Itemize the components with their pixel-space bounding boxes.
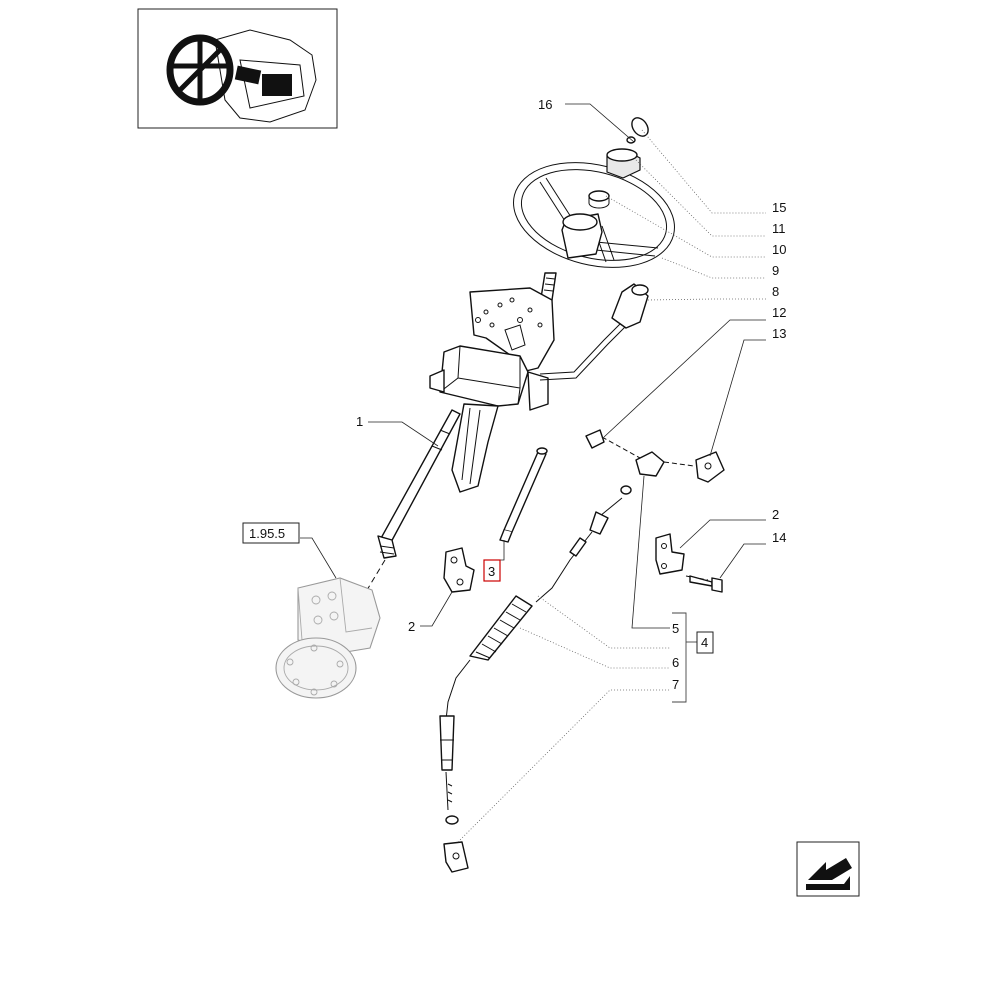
callout-16[interactable]: 16 (538, 97, 552, 112)
callout-7[interactable]: 7 (672, 677, 679, 692)
callout-10[interactable]: 10 (772, 242, 786, 257)
cable-bracket-left (443, 547, 475, 593)
steering-wheel (513, 162, 675, 268)
assembly-bracket (672, 612, 687, 703)
callout-5[interactable]: 5 (672, 621, 679, 636)
steering-column-shaft (377, 409, 461, 559)
pin (499, 447, 548, 543)
callout-3: 3 (488, 564, 495, 579)
reference-box[interactable]: 1.95.5 (242, 522, 300, 544)
callout-14[interactable]: 14 (772, 530, 786, 545)
arrow-next-page-icon[interactable] (796, 841, 860, 897)
control-cable (439, 451, 665, 873)
clevis (663, 451, 725, 483)
steering-valve-unit (275, 577, 381, 699)
gear-lever (539, 283, 649, 381)
screw (585, 429, 641, 459)
reference-label: 1.95.5 (249, 526, 285, 541)
callout-2-left[interactable]: 2 (408, 619, 415, 634)
column-housing (429, 345, 549, 493)
leader-lines (300, 103, 766, 843)
callout-1[interactable]: 1 (356, 414, 363, 429)
bolt (685, 575, 723, 593)
highlighted-callout-3[interactable]: 3 (483, 559, 501, 582)
callout-12[interactable]: 12 (772, 305, 786, 320)
hub-nut (588, 190, 610, 209)
callout-4-box[interactable]: 4 (696, 631, 714, 654)
callout-8[interactable]: 8 (772, 284, 779, 299)
hub-cap (606, 148, 641, 179)
callout-13[interactable]: 13 (772, 326, 786, 341)
column-mounting-bracket (469, 287, 555, 373)
thumbnail-icon[interactable] (137, 8, 338, 129)
callout-2-right[interactable]: 2 (772, 507, 779, 522)
callout-9[interactable]: 9 (772, 263, 779, 278)
callout-15[interactable]: 15 (772, 200, 786, 215)
callout-11[interactable]: 11 (772, 221, 786, 236)
callout-6[interactable]: 6 (672, 655, 679, 670)
callout-4: 4 (701, 635, 708, 650)
cable-bracket-right (655, 533, 685, 575)
